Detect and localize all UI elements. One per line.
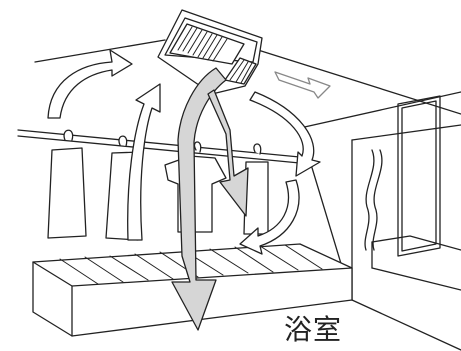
dryer-unit	[158, 10, 330, 98]
room-label: 浴室	[284, 308, 342, 348]
plant-decor	[365, 150, 382, 250]
